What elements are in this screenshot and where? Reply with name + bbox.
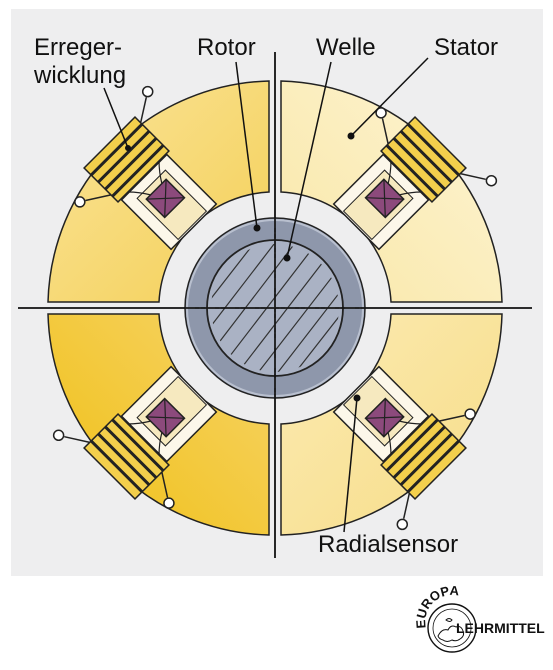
pole-assembly-top-left [74,85,218,251]
label-erreger-line2: wicklung [33,62,126,89]
europe-map-icon [437,618,465,642]
radial-sensor [364,397,423,456]
radial-sensor [127,160,186,219]
label-welle: Welle [316,34,376,61]
radial-sensor [364,160,423,219]
excitation-coil [83,413,170,500]
label-rotor: Rotor [197,34,256,61]
pole-assembly-bottom-left [52,365,218,509]
label-radialsensor: Radialsensor [318,531,458,558]
excitation-coil [380,116,467,203]
pole-assembly-bottom-right [332,365,476,531]
excitation-coil [380,413,467,500]
pole-assembly-top-right [332,107,498,251]
logo-text-lehrmittel: LEHRMITTEL [456,620,545,636]
label-stator: Stator [434,34,498,61]
leader-lines [103,57,429,533]
label-erreger-line1: Erreger- [34,34,122,61]
radial-sensor [127,397,186,456]
europa-lehrmittel-logo: EUROPA LEHRMITTEL [413,586,545,653]
excitation-coil [83,116,170,203]
